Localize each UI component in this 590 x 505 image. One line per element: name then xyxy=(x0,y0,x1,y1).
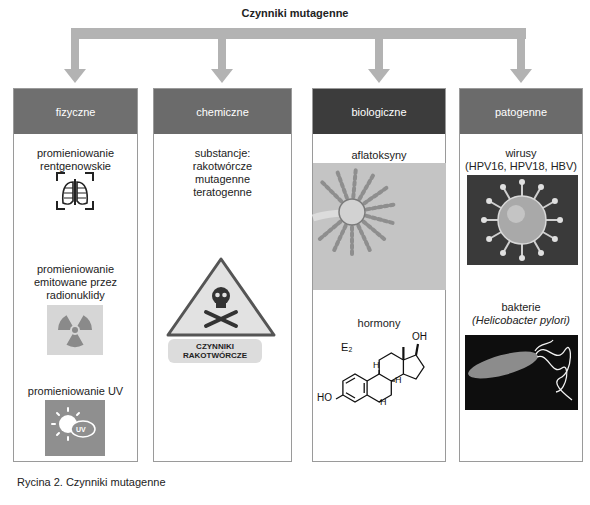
branch-arrows xyxy=(64,28,532,83)
atom-label: H xyxy=(380,398,387,407)
item-text: (HPV16, HPV18, HBV) xyxy=(463,160,579,173)
warning-label: CZYNNIKI RAKOTWÓRCZE xyxy=(168,339,262,363)
item-text: (Helicobacter pylori) xyxy=(463,314,579,327)
item-text: substancje: rakotwórcze mutagenne terato… xyxy=(182,147,263,199)
atom-label: HO xyxy=(317,393,332,403)
category-header: chemiczne xyxy=(154,89,291,134)
category-column: substancje: rakotwórcze mutagenne terato… xyxy=(153,88,292,462)
category-header: fizyczne xyxy=(14,89,137,134)
header-text: chemiczne xyxy=(196,106,249,118)
header-text: fizyczne xyxy=(56,106,96,118)
atom-label: H xyxy=(395,376,402,385)
item-text: promieniowanie emitowane przez radionukl… xyxy=(21,263,130,302)
category-header: patogenne xyxy=(460,89,582,134)
category-column: aflatoksyny hormony biologiczne xyxy=(312,88,446,462)
diagram-title: Czynniki mutagenne xyxy=(0,7,590,19)
warning-text: CZYNNIKI RAKOTWÓRCZE xyxy=(180,342,250,361)
category-header: biologiczne xyxy=(313,89,445,134)
category-column: promieniowanie rentgenowskie promieniowan… xyxy=(13,88,138,462)
icon-label: UV xyxy=(76,426,86,433)
item-text: promieniowanie UV xyxy=(21,385,130,398)
header-text: patogenne xyxy=(495,106,547,118)
formula-label: E₂ xyxy=(341,342,353,353)
item-text: hormony xyxy=(318,317,440,330)
atom-label: H xyxy=(373,361,380,370)
item-text: aflatoksyny xyxy=(318,149,440,162)
category-column: wirusy(HPV16, HPV18, HBV) bakterie(Helico… xyxy=(459,88,583,462)
atom-label: OH xyxy=(412,332,427,342)
item-text: promieniowanie rentgenowskie xyxy=(21,147,130,173)
item-text: wirusy xyxy=(463,147,579,160)
item-text: bakterie xyxy=(463,301,579,314)
figure-caption: Rycina 2. Czynniki mutagenne xyxy=(17,476,166,488)
header-text: biologiczne xyxy=(351,106,406,118)
